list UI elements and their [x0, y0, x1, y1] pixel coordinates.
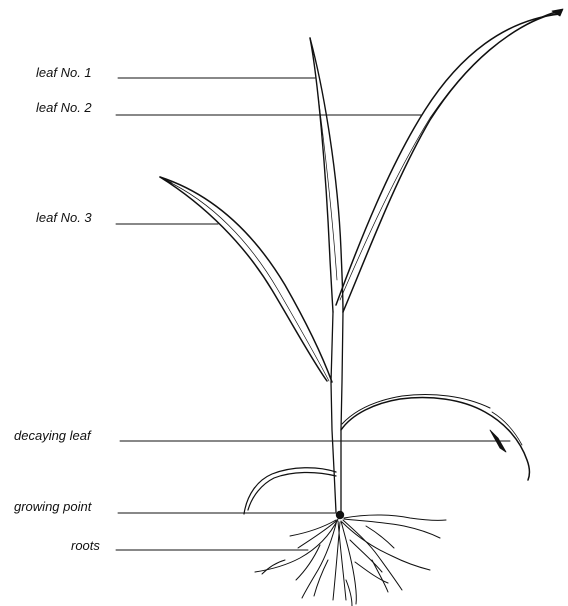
leaf-no-3 — [160, 177, 332, 382]
leaf-no-1 — [310, 38, 343, 312]
stem — [331, 312, 343, 512]
label-growing-point: growing point — [14, 499, 91, 515]
label-leaf-no-1: leaf No. 1 — [36, 65, 92, 81]
leader-lines — [116, 78, 510, 550]
label-leaf-no-2: leaf No. 2 — [36, 100, 92, 116]
lower-left-leaf — [244, 468, 336, 514]
decaying-leaf — [341, 395, 529, 481]
label-decaying-leaf: decaying leaf — [14, 428, 91, 444]
label-leaf-no-3: leaf No. 3 — [36, 210, 92, 226]
growing-point-dot — [336, 511, 344, 519]
roots — [255, 515, 446, 606]
leaf-no-2 — [336, 9, 563, 312]
label-roots: roots — [71, 538, 100, 554]
